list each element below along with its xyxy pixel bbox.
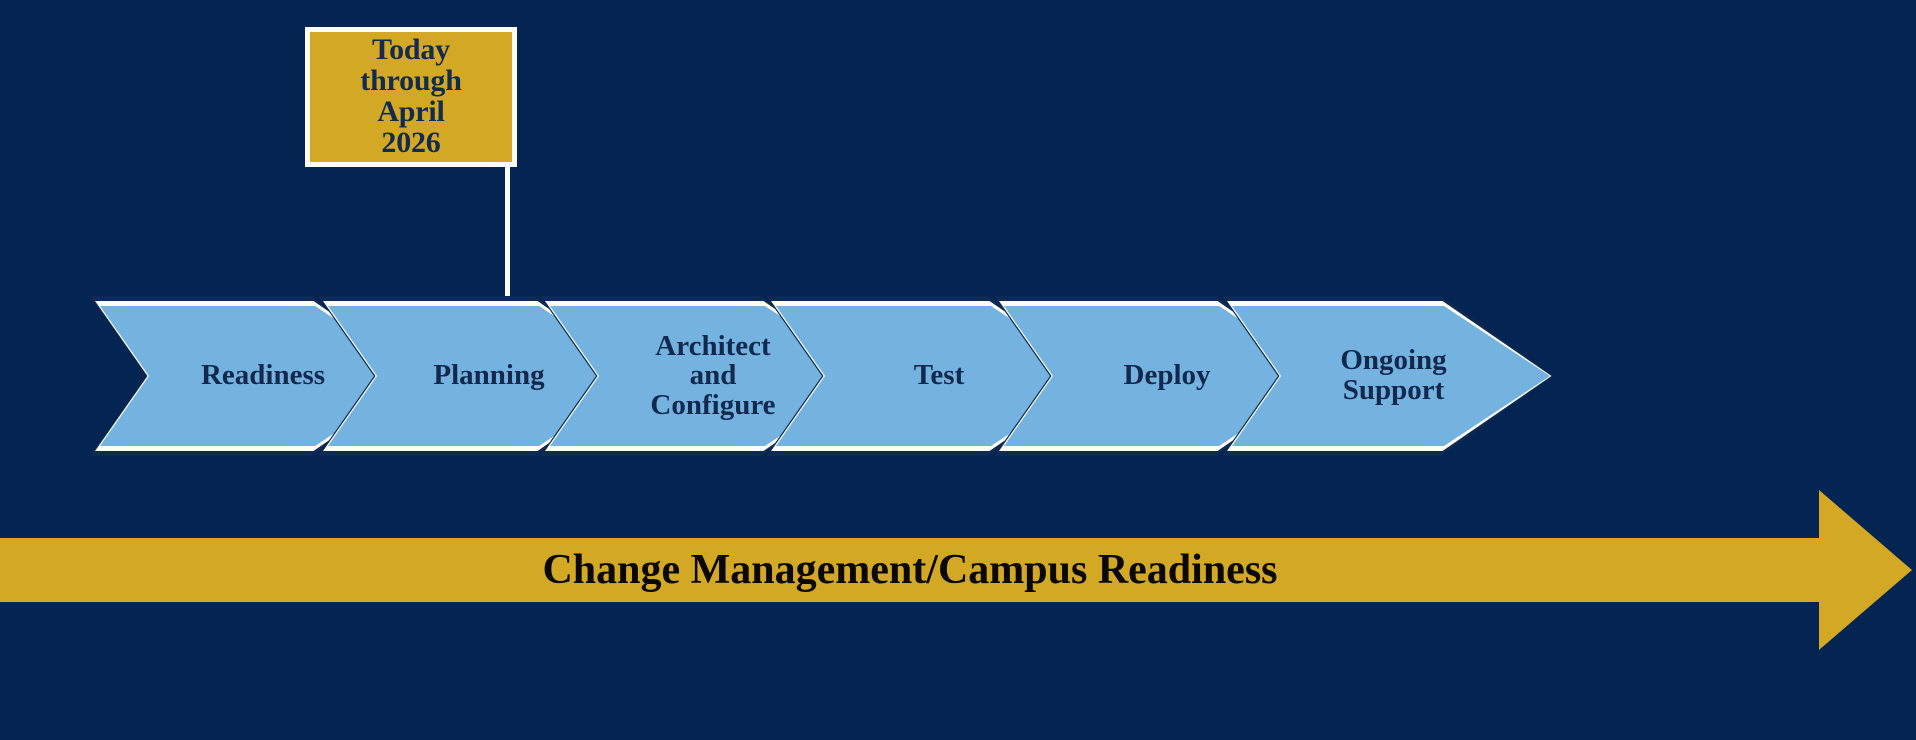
callout-text: Today through April 2026 bbox=[360, 33, 462, 159]
chevron-fill-4 bbox=[776, 306, 1097, 446]
chevron-fill-2 bbox=[328, 306, 645, 446]
callout-connector-line bbox=[505, 163, 510, 303]
chevron-fill-5 bbox=[1004, 306, 1325, 446]
chevron-fill-6 bbox=[1232, 306, 1550, 446]
callout-today-through-april-2026: Today through April 2026 bbox=[305, 27, 517, 167]
phase-chevron-5[interactable]: Deploy bbox=[994, 296, 1336, 456]
arrow-shape bbox=[0, 490, 1912, 650]
phase-chevron-4[interactable]: Test bbox=[766, 296, 1108, 456]
change-management-arrow-banner bbox=[0, 480, 1916, 660]
chevron-fill-1 bbox=[100, 306, 421, 446]
phase-chevron-6[interactable]: Ongoing Support bbox=[1222, 296, 1561, 456]
chevron-fill-3 bbox=[550, 306, 871, 446]
